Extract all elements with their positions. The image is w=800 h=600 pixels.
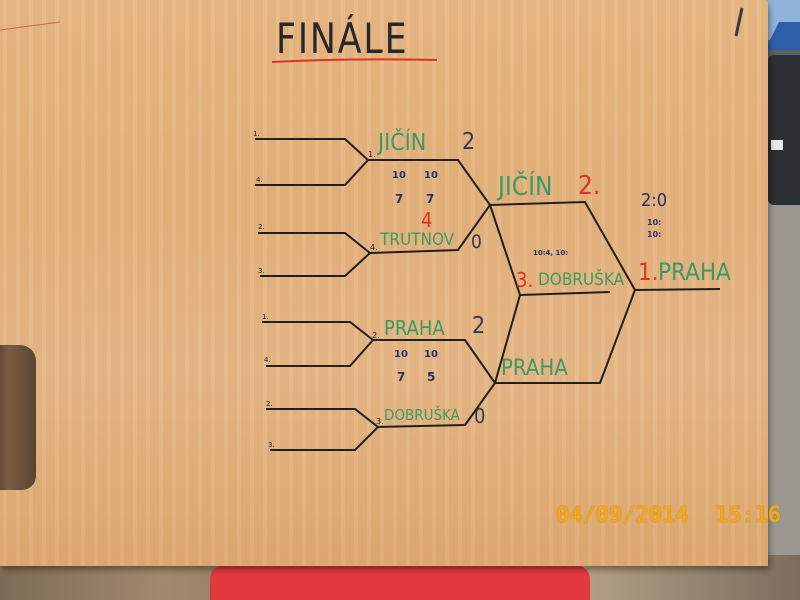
seed-label: 3. xyxy=(258,267,265,275)
round1-seed: 2. xyxy=(372,331,380,340)
page-title: FINÁLE xyxy=(276,14,409,63)
round1-score-praha: 2 xyxy=(472,313,486,339)
set-score: 10 xyxy=(424,170,438,181)
set-score: 10 xyxy=(392,170,406,181)
seed-label: 4. xyxy=(256,176,263,184)
round1-team-dobruska: DOBRUŠKA xyxy=(384,406,460,424)
parked-car xyxy=(768,55,800,205)
round2-team-dobruska: DOBRUŠKA xyxy=(538,270,625,290)
bracket-lines-top-r1 xyxy=(255,138,492,277)
set-score: 5 xyxy=(427,370,436,384)
corner-mark xyxy=(734,7,744,37)
car-plate xyxy=(771,140,783,150)
seed-label: 1. xyxy=(253,130,260,138)
seed-label: 2. xyxy=(266,400,273,408)
red-chair xyxy=(210,565,590,600)
final-score: 2:0 xyxy=(641,190,668,211)
seed-label: 1. xyxy=(262,313,269,321)
round1-score-trutnov: 0 xyxy=(471,231,482,253)
round2-team-jicin: JIČÍN xyxy=(498,172,553,202)
bracket-lines-r2 xyxy=(489,200,721,384)
round1-team-praha: PRAHA xyxy=(384,316,445,340)
round2-rank: 3. xyxy=(516,268,534,292)
set-score: 10 xyxy=(394,349,408,360)
round2-score-jicin: 2. xyxy=(578,171,601,201)
title-underline xyxy=(271,58,438,63)
round2-note: 10:4, 10: xyxy=(533,249,569,257)
round1-score-jicin: 2 xyxy=(462,129,476,155)
final-set-score: 10: xyxy=(647,218,662,227)
round1-team-jicin: JIČÍN xyxy=(378,130,427,156)
wood-log xyxy=(0,345,36,490)
rank-label: 4 xyxy=(421,208,433,232)
round1-seed: 1. xyxy=(368,150,376,159)
seed-label: 3. xyxy=(268,441,275,449)
seed-label: 2. xyxy=(258,223,265,231)
wooden-board xyxy=(0,0,768,566)
final-winner: PRAHA xyxy=(658,258,731,286)
round1-score-dobruska: 0 xyxy=(474,404,486,428)
final-set-score: 10: xyxy=(647,230,662,239)
round1-seed: 3. xyxy=(376,417,384,426)
set-score: 7 xyxy=(426,192,435,206)
seed-label: 4. xyxy=(264,356,271,364)
round2-team-praha: PRAHA xyxy=(501,356,568,381)
set-score: 7 xyxy=(397,370,406,384)
round1-seed: 4. xyxy=(370,243,378,252)
set-score: 7 xyxy=(395,192,404,206)
photo-timestamp: 04/09/2014 15:16 xyxy=(556,503,782,528)
bracket-lines-bottom-r1 xyxy=(262,321,497,451)
round1-team-trutnov: TRUTNOV xyxy=(380,230,455,250)
set-score: 10 xyxy=(424,349,438,360)
corner-scribble xyxy=(0,21,61,31)
final-rank: 1. xyxy=(638,258,659,286)
